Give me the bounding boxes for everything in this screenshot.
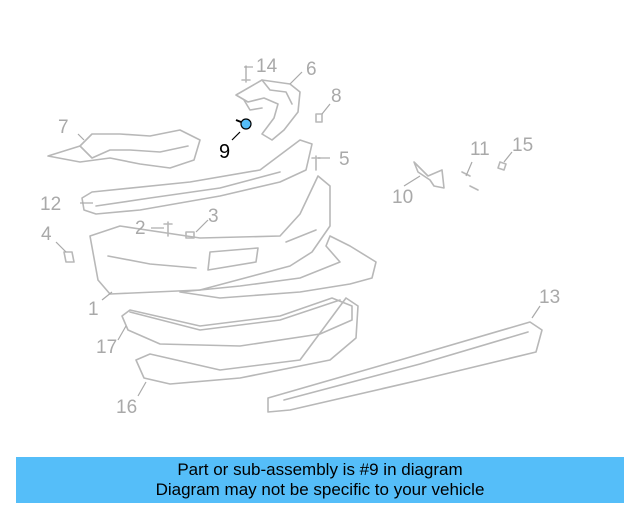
callout-16: 16 (116, 397, 137, 418)
callout-17: 17 (96, 337, 117, 358)
parts-diagram: 14 6 8 7 9 5 11 15 10 12 2 3 4 1 13 17 1… (40, 56, 560, 418)
part-16-lower (135, 297, 359, 385)
part-9-highlighted[interactable] (235, 118, 252, 130)
callout-3: 3 (208, 206, 219, 227)
callout-9: 9 (219, 141, 230, 163)
callout-4: 4 (41, 224, 52, 245)
callout-labels: 14 6 8 7 9 5 11 15 10 12 2 3 4 1 13 17 1… (40, 56, 560, 418)
callout-8: 8 (331, 86, 342, 107)
callout-11: 11 (470, 139, 490, 160)
part-6-bracket (235, 79, 301, 141)
part-13-impact-bar (267, 321, 543, 413)
info-banner: Part or sub-assembly is #9 in diagram Di… (16, 457, 624, 503)
banner-line-1: Part or sub-assembly is #9 in diagram (177, 460, 463, 479)
callout-1: 1 (88, 299, 99, 320)
banner-line-2: Diagram may not be specific to your vehi… (155, 480, 485, 499)
part-12-support (81, 139, 313, 215)
callout-13: 13 (539, 287, 560, 308)
part-17-lower (121, 297, 353, 347)
part-1-bumper-cover (89, 175, 331, 295)
callout-10: 10 (392, 187, 413, 208)
leader-lines (55, 66, 541, 397)
part-large-lower (179, 235, 377, 299)
callout-14: 14 (256, 56, 278, 77)
callout-15: 15 (512, 135, 533, 156)
fasteners (63, 65, 507, 263)
callout-2: 2 (135, 218, 146, 239)
callout-7: 7 (58, 117, 69, 138)
part-10-bracket (413, 161, 445, 189)
callout-6: 6 (306, 59, 317, 80)
callout-5: 5 (339, 149, 350, 170)
part-7-bracket (47, 129, 201, 169)
callout-12: 12 (40, 194, 61, 215)
